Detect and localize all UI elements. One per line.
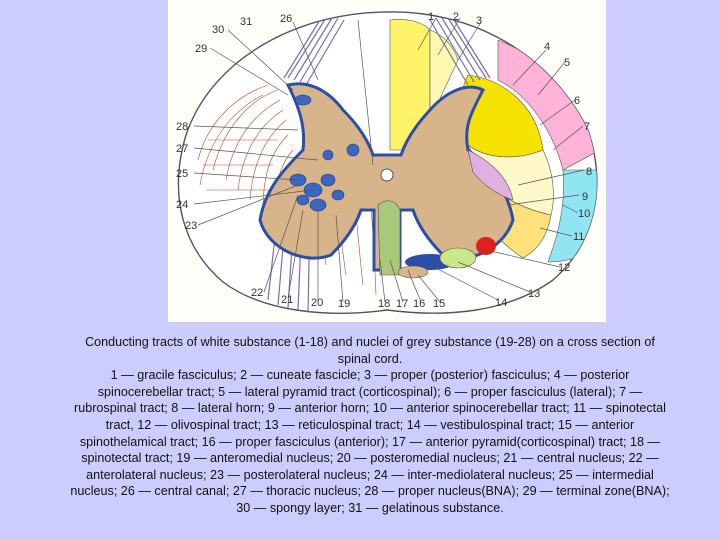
label-24: 24	[176, 199, 188, 211]
caption-line: anterolateral nucleus; 23 — posterolater…	[86, 467, 654, 482]
label-6: 6	[574, 95, 580, 107]
caption-line: tract, 12 — olivospinal tract; 13 — reti…	[105, 417, 635, 432]
label-5: 5	[564, 57, 570, 69]
caption-line: nucleus; 26 — central canal; 27 — thorac…	[70, 484, 670, 499]
label-14: 14	[495, 297, 507, 309]
label-10: 10	[578, 208, 590, 220]
label-25: 25	[176, 168, 188, 180]
label-18: 18	[378, 298, 390, 310]
caption-line: spinocerebellar tract; 5 — lateral pyram…	[97, 384, 643, 399]
label-12: 12	[558, 262, 570, 274]
label-9: 9	[582, 191, 588, 203]
label-7: 7	[584, 121, 590, 133]
label-16: 16	[413, 298, 425, 310]
olivospinal-tract	[476, 237, 496, 255]
anterior-spinothalamic-tract	[397, 265, 429, 279]
caption-line: 30 — spongy layer; 31 — gelatinous subst…	[236, 500, 504, 515]
label-23: 23	[185, 220, 197, 232]
lateral-horn	[467, 149, 514, 201]
dorsal-root-fibers-left	[283, 17, 345, 86]
label-26: 26	[280, 13, 292, 25]
figure-caption: Conducting tracts of white substance (1-…	[40, 334, 700, 517]
label-8: 8	[586, 166, 592, 178]
central-canal	[380, 168, 394, 182]
label-11: 11	[573, 231, 584, 243]
spinal-cord-diagram: 1 2 3 4 5 6 7 8 9 10 11 12 13 14 15 16 1…	[176, 11, 598, 314]
label-17: 17	[396, 298, 408, 310]
leader-lines	[193, 17, 585, 303]
reticulospinal-tract	[439, 247, 477, 269]
label-27: 27	[176, 143, 188, 155]
caption-line: spinal cord.	[337, 351, 403, 366]
label-28: 28	[176, 121, 188, 133]
caption-line: rubrospinal tract; 8 — lateral horn; 9 —…	[74, 401, 666, 416]
caption-line: 1 — gracile fasciculus; 2 — cuneate fasc…	[110, 368, 630, 383]
label-19: 19	[338, 298, 350, 310]
label-13: 13	[528, 288, 540, 300]
spinal-cord-figure: 1 2 3 4 5 6 7 8 9 10 11 12 13 14 15 16 1…	[168, 0, 606, 322]
label-2: 2	[453, 11, 459, 23]
label-30: 30	[212, 24, 224, 36]
label-4: 4	[544, 41, 550, 53]
label-20: 20	[311, 297, 323, 309]
label-22: 22	[251, 287, 263, 299]
caption-line: Conducting tracts of white substance (1-…	[85, 335, 655, 349]
label-1: 1	[428, 11, 434, 23]
label-15: 15	[433, 298, 445, 310]
label-29: 29	[195, 43, 207, 55]
caption-line: spinothelamical tract; 16 — proper fasci…	[79, 434, 661, 449]
label-21: 21	[281, 294, 293, 306]
anterior-pyramid-tract	[377, 200, 401, 276]
caption-line: spinotectal tract; 19 — anteromedial nuc…	[81, 451, 659, 466]
label-3: 3	[476, 15, 482, 27]
tract-labels: 1 2 3 4 5 6 7 8 9 10 11 12 13 14 15 16 1…	[176, 11, 592, 310]
label-31: 31	[240, 16, 252, 28]
